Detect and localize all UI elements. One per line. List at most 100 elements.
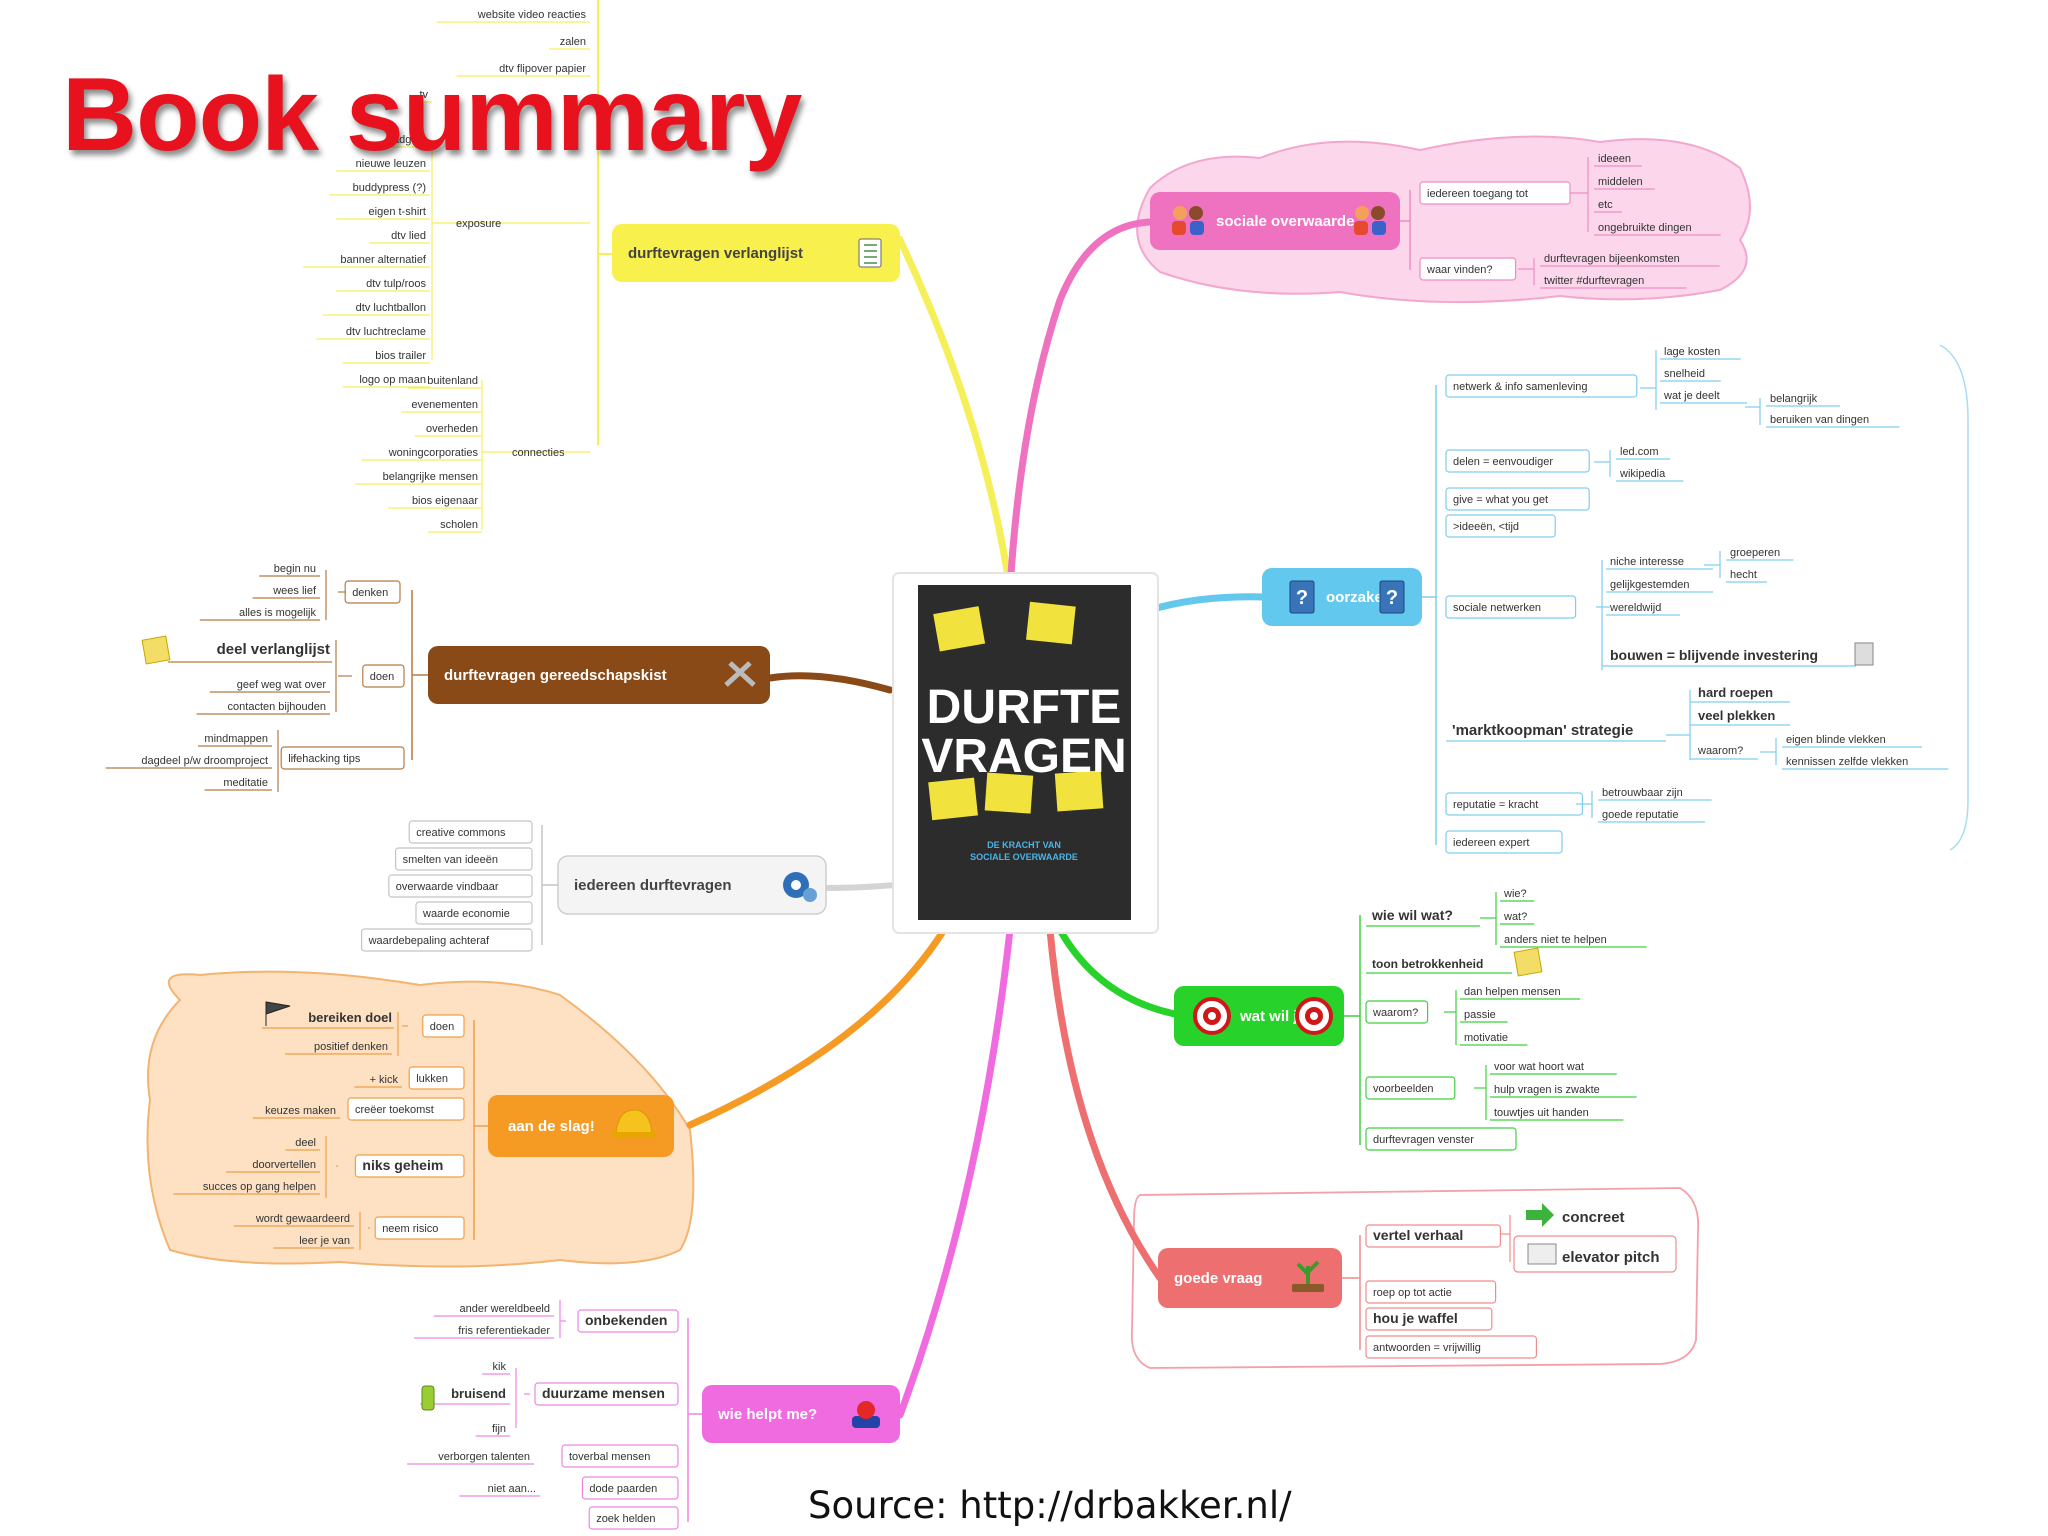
sub-node — [415, 901, 533, 925]
book-title-line1: DURFTE — [927, 681, 1122, 734]
topic-node — [1158, 1248, 1342, 1308]
question-book-icon — [1379, 580, 1405, 614]
sub-node — [1365, 1127, 1517, 1151]
sub-node-label: iedereen expert — [1453, 837, 1529, 849]
sub-node — [388, 874, 533, 898]
sub-node-label: vertel verhaal — [1373, 1227, 1463, 1243]
oorzaken-item: wereldwijd — [1609, 602, 1661, 614]
people-icon — [1355, 206, 1369, 220]
gereedschap-item: begin nu — [274, 563, 316, 575]
branch-connector — [896, 926, 1014, 1419]
sub-node — [1445, 514, 1556, 538]
oorzaken-item: wat je deelt — [1663, 390, 1720, 402]
buzzer-icon — [852, 1401, 880, 1428]
wiehelpt-item: verborgen talenten — [438, 1451, 530, 1463]
verlanglijst-item: dtv luchtballon — [356, 302, 426, 314]
sub-node-label: netwerk & info samenleving — [1453, 381, 1588, 393]
gereedschap-item: wees lief — [272, 585, 317, 597]
verlanglijst-item: woningcorporaties — [388, 447, 479, 459]
hardhat-icon — [612, 1109, 656, 1138]
sub-node-label: give = what you get — [1453, 494, 1548, 506]
gereedschap-item: geef weg wat over — [237, 679, 327, 691]
arrow-icon — [1526, 1203, 1554, 1227]
topic-label: aan de slag! — [508, 1118, 595, 1135]
sub-node-label: onbekenden — [585, 1312, 667, 1328]
topic-label: sociale overwaarde — [1216, 213, 1354, 230]
sub-node-label: smelten van ideeën — [403, 854, 498, 866]
topic-node — [428, 646, 770, 704]
sub-node-label: creëer toekomst — [355, 1104, 434, 1116]
people-icon — [1172, 206, 1204, 235]
source-caption: Source: http://drbakker.nl/ — [808, 1484, 1292, 1527]
sub-node — [422, 1014, 465, 1038]
question-book-icon: ? — [1379, 580, 1405, 614]
oorzaken-item: lage kosten — [1664, 346, 1720, 358]
sub-node-label: waardebepaling achteraf — [368, 935, 490, 947]
branch-connector — [1046, 926, 1164, 1282]
sub-node — [408, 820, 533, 844]
watwilje-item: motivatie — [1464, 1032, 1508, 1044]
sub-node-label: zoek helden — [596, 1513, 655, 1525]
verlanglijst-item: buddypress (?) — [353, 182, 426, 194]
topic-label: goede vraag — [1174, 1270, 1262, 1287]
watwilje-group-bold: toon betrokkenheid — [1372, 957, 1483, 971]
aandeslag-item: deel — [295, 1137, 316, 1149]
oorzaken-item: waarom? — [1697, 745, 1743, 757]
topic-label: iedereen durftevragen — [574, 877, 732, 894]
oorzaken-item-bold: hard roepen — [1698, 685, 1773, 700]
watwilje-item: anders niet te helpen — [1504, 934, 1607, 946]
target-icon — [1310, 1012, 1318, 1020]
sub-node-label: delen = eenvoudiger — [1453, 456, 1553, 468]
oorzaken-item: snelheid — [1664, 368, 1705, 380]
people-icon — [1189, 206, 1203, 220]
verlanglijst-item: belangrijke mensen — [383, 471, 478, 483]
verlanglijst-item: overheden — [426, 423, 478, 435]
sub-node — [1445, 487, 1590, 511]
gereedschap-item: meditatie — [223, 777, 268, 789]
sub-node-label: lifehacking tips — [288, 753, 361, 765]
sub-node-label: iedereen toegang tot — [1427, 188, 1528, 200]
oorzaken-item: gelijkgestemden — [1610, 579, 1690, 591]
sub-node — [534, 1382, 679, 1406]
sticky-note — [1026, 601, 1076, 645]
oorzaken-item: led.com — [1620, 446, 1659, 458]
oorzaken-item: betrouwbaar zijn — [1602, 787, 1683, 799]
gereedschap-item: deel verlanglijst — [217, 641, 330, 658]
aandeslag-item: + kick — [370, 1074, 399, 1086]
aandeslag-item: doorvertellen — [252, 1159, 316, 1171]
sub-node — [1365, 1280, 1497, 1304]
verlanglijst-item: eigen t-shirt — [369, 206, 426, 218]
group-label: connecties — [512, 447, 565, 459]
plant-icon — [1296, 1260, 1320, 1284]
oorzaken-item-bold: bouwen = blijvende investering — [1610, 647, 1818, 663]
bottle-icon — [421, 1385, 435, 1411]
sub-node — [1365, 1335, 1537, 1359]
gereedschap-item: dagdeel p/w droomproject — [141, 755, 268, 767]
sub-node-label: dode paarden — [589, 1483, 657, 1495]
screen-icon — [1527, 1243, 1557, 1265]
tools-icon — [724, 661, 756, 687]
sticky-icon — [141, 635, 171, 665]
branch-connector — [686, 916, 954, 1129]
target-icon — [1295, 997, 1333, 1035]
sub-node-label: waarde economie — [422, 908, 510, 920]
verlanglijst-item: dtv tulp/roos — [366, 278, 426, 290]
sociale-item: etc — [1598, 199, 1613, 211]
verlanglijst-item: zalen — [560, 36, 586, 48]
sub-node-label: duurzame mensen — [542, 1385, 665, 1401]
sub-node-label: doen — [430, 1021, 454, 1033]
gear-icon — [783, 872, 817, 902]
oorzaken-item: wikipedia — [1619, 468, 1666, 480]
wiehelpt-item: fijn — [492, 1423, 506, 1435]
topic-label: wie helpt me? — [717, 1406, 817, 1423]
sub-node-label: neem risico — [382, 1223, 438, 1235]
topic-label: oorzaken — [1326, 589, 1392, 606]
plant-icon — [1292, 1284, 1324, 1292]
oorzaken-group-bold: 'marktkoopman' strategie — [1452, 722, 1633, 739]
gereedschap-item: alles is mogelijk — [239, 607, 317, 619]
wiehelpt-item: fris referentiekader — [458, 1325, 550, 1337]
goedevraag-item: elevator pitch — [1562, 1249, 1660, 1266]
aandeslag-item: succes op gang helpen — [203, 1181, 316, 1193]
screen-icon — [1527, 1243, 1557, 1265]
sub-node — [362, 664, 405, 688]
